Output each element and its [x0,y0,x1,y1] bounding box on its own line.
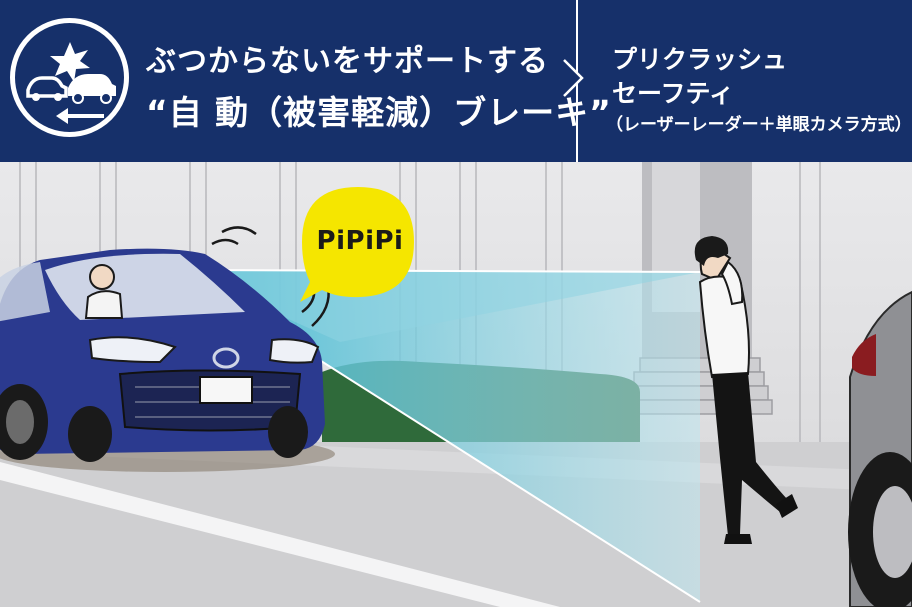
title-line-1: ぶつからないをサポートする [146,44,549,79]
title-line-2: “自 動（被害軽減）ブレーキ” [146,93,612,132]
pedestrian [694,236,798,544]
product-subtitle: （レーザーレーダー＋単眼カメラ方式） [606,115,912,135]
product-name-line-2: セーフティ [612,79,735,108]
header-banner: ぶつからないをサポートする “自 動（被害軽減）ブレーキ” プリクラッシュ セー… [0,0,912,162]
street-scene [0,162,912,607]
parked-car [848,290,912,607]
collision-avoidance-icon [10,18,129,137]
alert-sound-text: PiPiPi [316,226,404,256]
chevron-right-icon [563,59,584,97]
car [0,248,325,462]
lane-marking [0,462,560,607]
product-name-line-1: プリクラッシュ [612,45,788,74]
alert-bubble [300,187,414,302]
